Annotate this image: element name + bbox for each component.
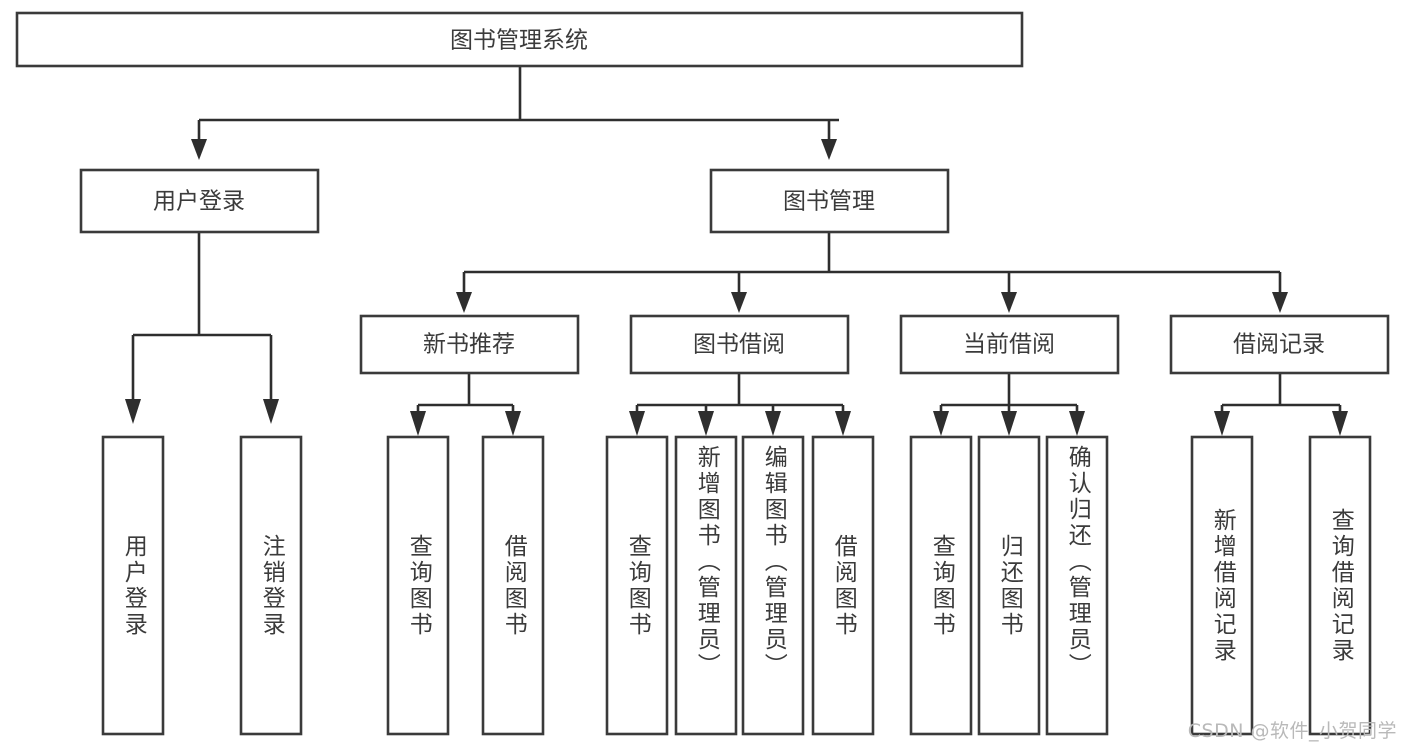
node-leaf-user-logout-box[interactable] (239, 435, 303, 736)
node-book-manage-box[interactable] (709, 168, 950, 234)
arrow-head-leaf-confirm-return (1069, 411, 1085, 436)
arrow-head-leaf-query-record (1332, 411, 1348, 436)
arrow-head-user-login (191, 139, 207, 160)
node-book-borrow-label: 图书借阅 (693, 332, 785, 358)
node-borrow-record[interactable]: 借阅记录 (1169, 314, 1390, 375)
node-borrow-record-label: 借阅记录 (1233, 332, 1325, 358)
connector-group-root (191, 66, 839, 160)
node-borrow-record-box[interactable] (1169, 314, 1390, 375)
node-leaf-borrow-book-2-box[interactable] (811, 435, 875, 736)
arrow-head-leaf-add-book (698, 411, 714, 436)
node-current-borrow-label: 当前借阅 (963, 332, 1055, 358)
arrow-head-leaf-borrow-book-2 (835, 411, 851, 436)
node-leaf-edit-book-box[interactable] (741, 435, 805, 736)
arrow-head-leaf-edit-book (765, 411, 781, 436)
arrow-head-book-borrow (731, 292, 747, 313)
arrow-head-leaf-query-book-1 (410, 411, 426, 436)
arrow-head-leaf-user-login (125, 399, 141, 424)
node-leaf-return-book-box[interactable] (977, 435, 1041, 736)
arrow-head-leaf-query-book-3 (933, 411, 949, 436)
connector-group-current-borrow (933, 373, 1085, 436)
node-new-book-recommend[interactable]: 新书推荐 (359, 314, 580, 375)
arrow-head-book-manage (821, 139, 837, 160)
node-leaf-query-book-2-box[interactable] (605, 435, 669, 736)
arrow-head-leaf-add-record (1214, 411, 1230, 436)
arrow-head-current-borrow (1001, 292, 1017, 313)
node-leaf-user-login-box[interactable] (101, 435, 165, 736)
connector-group-book-borrow (629, 373, 851, 436)
node-leaf-confirm-return-box[interactable] (1045, 435, 1109, 736)
arrow-head-new-book-recommend (456, 292, 472, 313)
node-user-login-label: 用户登录 (153, 189, 245, 215)
arrow-head-leaf-user-logout (263, 399, 279, 424)
node-user-login-box[interactable] (79, 168, 320, 234)
node-leaf-query-record-box[interactable] (1308, 435, 1372, 736)
node-current-borrow-box[interactable] (899, 314, 1120, 375)
node-leaf-add-book-box[interactable] (674, 435, 738, 736)
node-leaf-query-book-1-box[interactable] (386, 435, 450, 736)
node-book-manage-label: 图书管理 (783, 189, 875, 215)
node-new-book-recommend-box[interactable] (359, 314, 580, 375)
node-root-box[interactable] (15, 11, 1024, 68)
node-root[interactable]: 图书管理系统 (15, 11, 1024, 68)
node-book-borrow[interactable]: 图书借阅 (629, 314, 850, 375)
arrow-head-leaf-query-book-2 (629, 411, 645, 436)
node-root-label: 图书管理系统 (450, 28, 588, 54)
arrow-head-borrow-record (1272, 292, 1288, 313)
arrow-head-leaf-borrow-book-1 (505, 411, 521, 436)
node-new-book-recommend-label: 新书推荐 (423, 332, 515, 358)
connector-group-book-manage (456, 232, 1288, 313)
node-current-borrow[interactable]: 当前借阅 (899, 314, 1120, 375)
connector-group-user-login (125, 232, 279, 424)
connector-group-new-book-recommend (410, 373, 521, 436)
connector-group-borrow-record (1214, 373, 1348, 436)
node-leaf-add-record-box[interactable] (1190, 435, 1254, 736)
node-leaf-borrow-book-1-box[interactable] (481, 435, 545, 736)
node-user-login[interactable]: 用户登录 (79, 168, 320, 234)
arrow-head-leaf-return-book (1001, 411, 1017, 436)
node-book-borrow-box[interactable] (629, 314, 850, 375)
watermark-text: CSDN @软件_小贺同学 (1187, 720, 1397, 742)
node-leaf-query-book-3-box[interactable] (909, 435, 973, 736)
node-book-manage[interactable]: 图书管理 (709, 168, 950, 234)
